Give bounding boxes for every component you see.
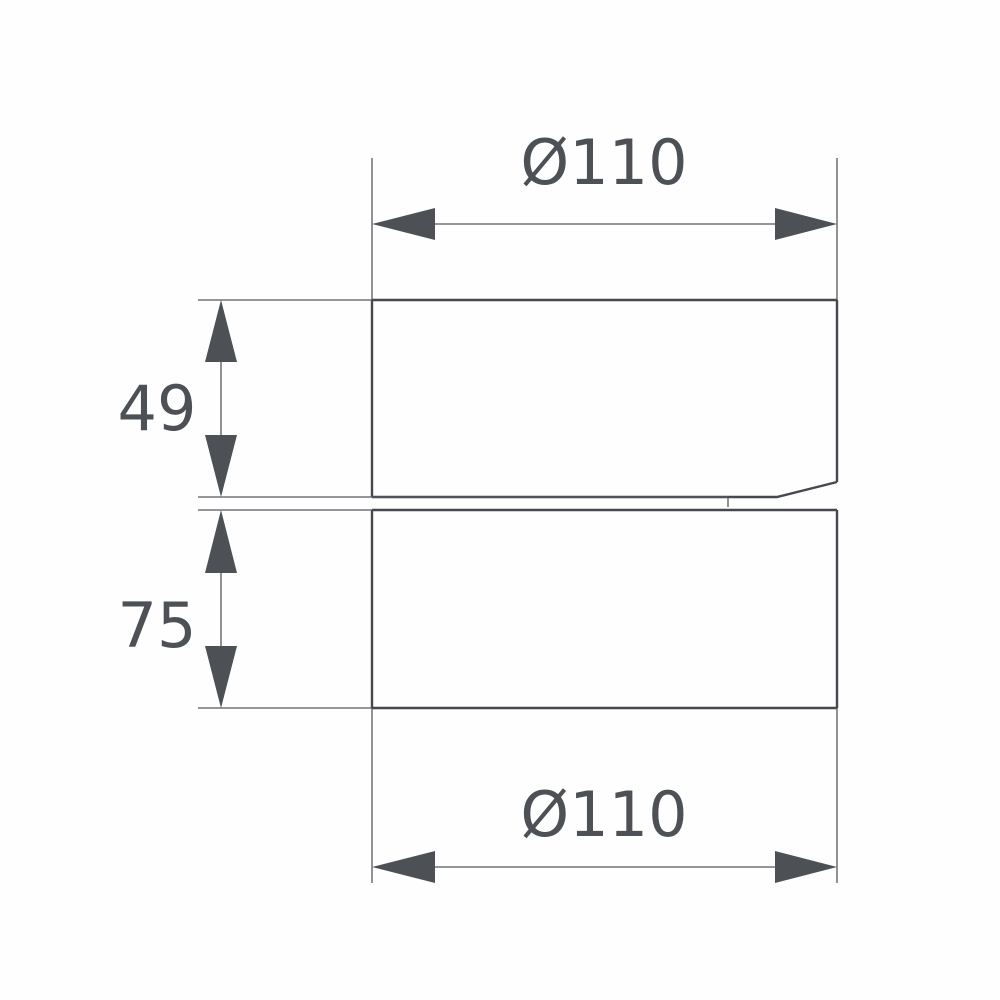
upper-height-bottom-arrow [205, 435, 237, 497]
top-dimension-right-arrow [775, 208, 837, 240]
lower-height-label: 75 [118, 589, 197, 662]
upper-height-label: 49 [118, 372, 197, 445]
lower-height-top-arrow [205, 510, 237, 573]
top-diameter-dimension: Ø110 [372, 126, 837, 240]
upper-housing-bottom-edge [372, 480, 838, 499]
lower-height-bottom-arrow [205, 646, 237, 708]
bottom-dimension-right-arrow [775, 851, 837, 883]
top-diameter-label: Ø110 [520, 126, 687, 199]
bottom-dimension-left-arrow [372, 851, 435, 883]
bottom-diameter-dimension: Ø110 [372, 778, 837, 883]
lower-height-dimension: 75 [118, 510, 237, 708]
upper-height-dimension: 49 [118, 300, 237, 497]
upper-housing [370, 298, 839, 507]
top-dimension-left-arrow [372, 208, 435, 240]
lower-housing [370, 508, 839, 710]
bottom-diameter-label: Ø110 [520, 778, 687, 851]
upper-height-top-arrow [205, 300, 237, 362]
